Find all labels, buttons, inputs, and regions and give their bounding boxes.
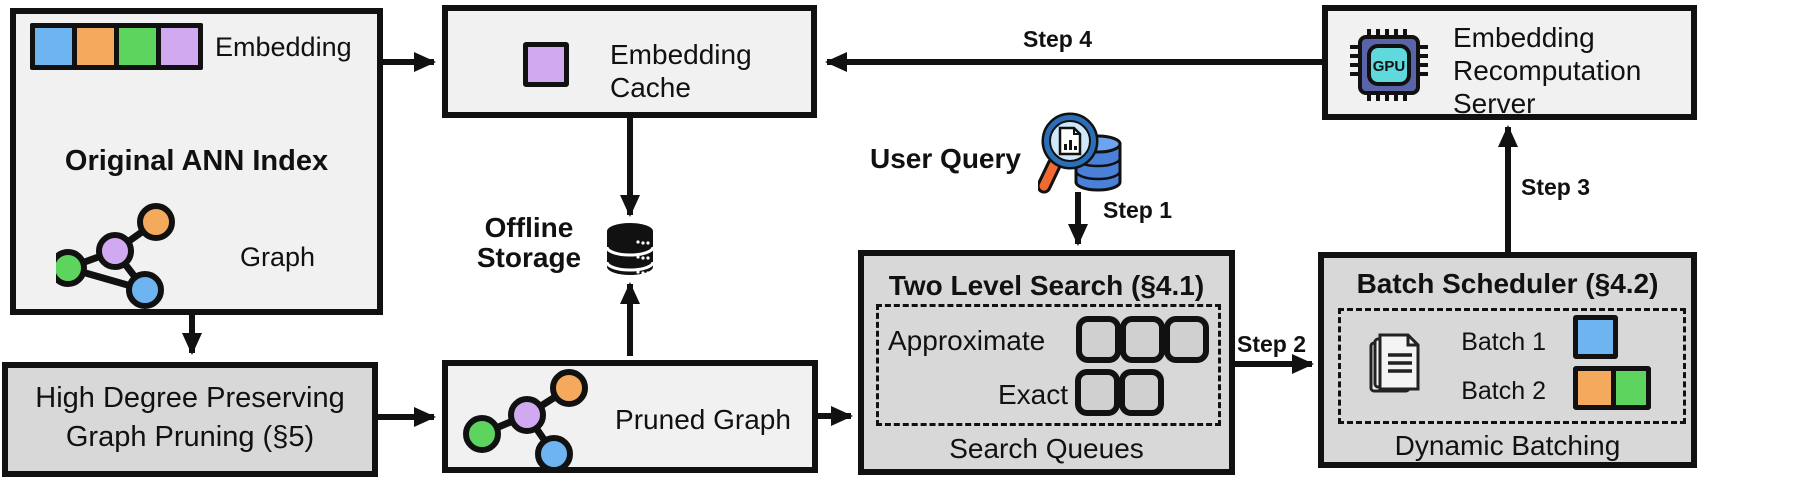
- approximate-queue-slots: [1076, 316, 1209, 363]
- exact-label: Exact: [997, 379, 1068, 410]
- batch-scheduler-title: Batch Scheduler (§4.2): [1356, 268, 1659, 299]
- embedding-cell-purple: [161, 28, 198, 65]
- batch2-label: Batch 2: [1461, 377, 1546, 405]
- batch1-item-blue: [1573, 315, 1618, 359]
- embedding-cache-box: Embedding Cache: [442, 5, 817, 118]
- embedding-cell-orange: [77, 28, 114, 65]
- graph-label: Graph: [240, 242, 316, 272]
- embedding-cell-blue: [35, 28, 72, 65]
- graph-pruning-title-line2: Graph Pruning (§5): [65, 421, 315, 453]
- queue-slot: [1120, 316, 1165, 363]
- gpu-chip-icon: GPU: [1350, 29, 1428, 101]
- pruned-graph-box: Pruned Graph: [442, 360, 818, 473]
- batch-scheduler-box: Batch Scheduler (§4.2) Batch 1 Batch 2: [1318, 252, 1697, 468]
- queue-slot: [1075, 369, 1120, 416]
- dynamic-batching-panel: Batch 1 Batch 2: [1338, 308, 1686, 424]
- cached-embedding-icon: [523, 42, 569, 87]
- batch2-item-green: [1611, 366, 1651, 410]
- graph-pruning-box: High Degree Preserving Graph Pruning (§5…: [2, 362, 378, 477]
- embedding-cache-label: Embedding Cache: [610, 39, 752, 103]
- approximate-label: Approximate: [888, 325, 1046, 356]
- documents-icon: [1369, 333, 1420, 393]
- step1-label: Step 1: [1103, 197, 1173, 223]
- pruned-graph-icon: [463, 369, 588, 472]
- step2-label: Step 2: [1237, 331, 1307, 357]
- batch2-item-orange: [1573, 366, 1616, 410]
- batch1-label: Batch 1: [1461, 328, 1546, 356]
- user-query-label: User Query: [870, 143, 1021, 174]
- graph-pruning-title-line1: High Degree Preserving: [35, 382, 345, 414]
- embedding-cell-green: [119, 28, 156, 65]
- offline-storage-icon: [605, 223, 655, 275]
- search-queues-panel: Approximate Exact: [876, 304, 1221, 426]
- queue-slot: [1119, 369, 1164, 416]
- two-level-search-box: Two Level Search (§4.1) Approximate Exac…: [858, 250, 1235, 475]
- embedding-vector-icon: [30, 23, 203, 70]
- step3-label: Step 3: [1521, 174, 1591, 200]
- step4-label: Step 4: [1023, 26, 1093, 52]
- original-ann-index-title: Original ANN Index: [64, 145, 329, 177]
- gpu-text: GPU: [1373, 58, 1406, 75]
- user-query-icon: [1038, 112, 1122, 194]
- ann-graph-icon: [56, 203, 175, 309]
- offline-storage-label: Offline Storage: [476, 212, 582, 273]
- queue-slot: [1164, 316, 1209, 363]
- recomputation-server-box: GPU Embedding Recomputation Server: [1322, 5, 1697, 120]
- search-queues-caption: Search Queues: [949, 433, 1144, 464]
- recomputation-server-label: Embedding Recomputation Server: [1453, 22, 1642, 119]
- two-level-search-title: Two Level Search (§4.1): [888, 270, 1205, 301]
- dynamic-batching-caption: Dynamic Batching: [1394, 430, 1621, 461]
- pruned-graph-label: Pruned Graph: [615, 404, 791, 435]
- embedding-label: Embedding: [215, 32, 352, 62]
- queue-slot: [1076, 316, 1121, 363]
- original-ann-index-box: Embedding Original ANN Index Graph: [10, 8, 383, 315]
- batch2-items: [1573, 366, 1651, 410]
- exact-queue-slots: [1075, 369, 1164, 416]
